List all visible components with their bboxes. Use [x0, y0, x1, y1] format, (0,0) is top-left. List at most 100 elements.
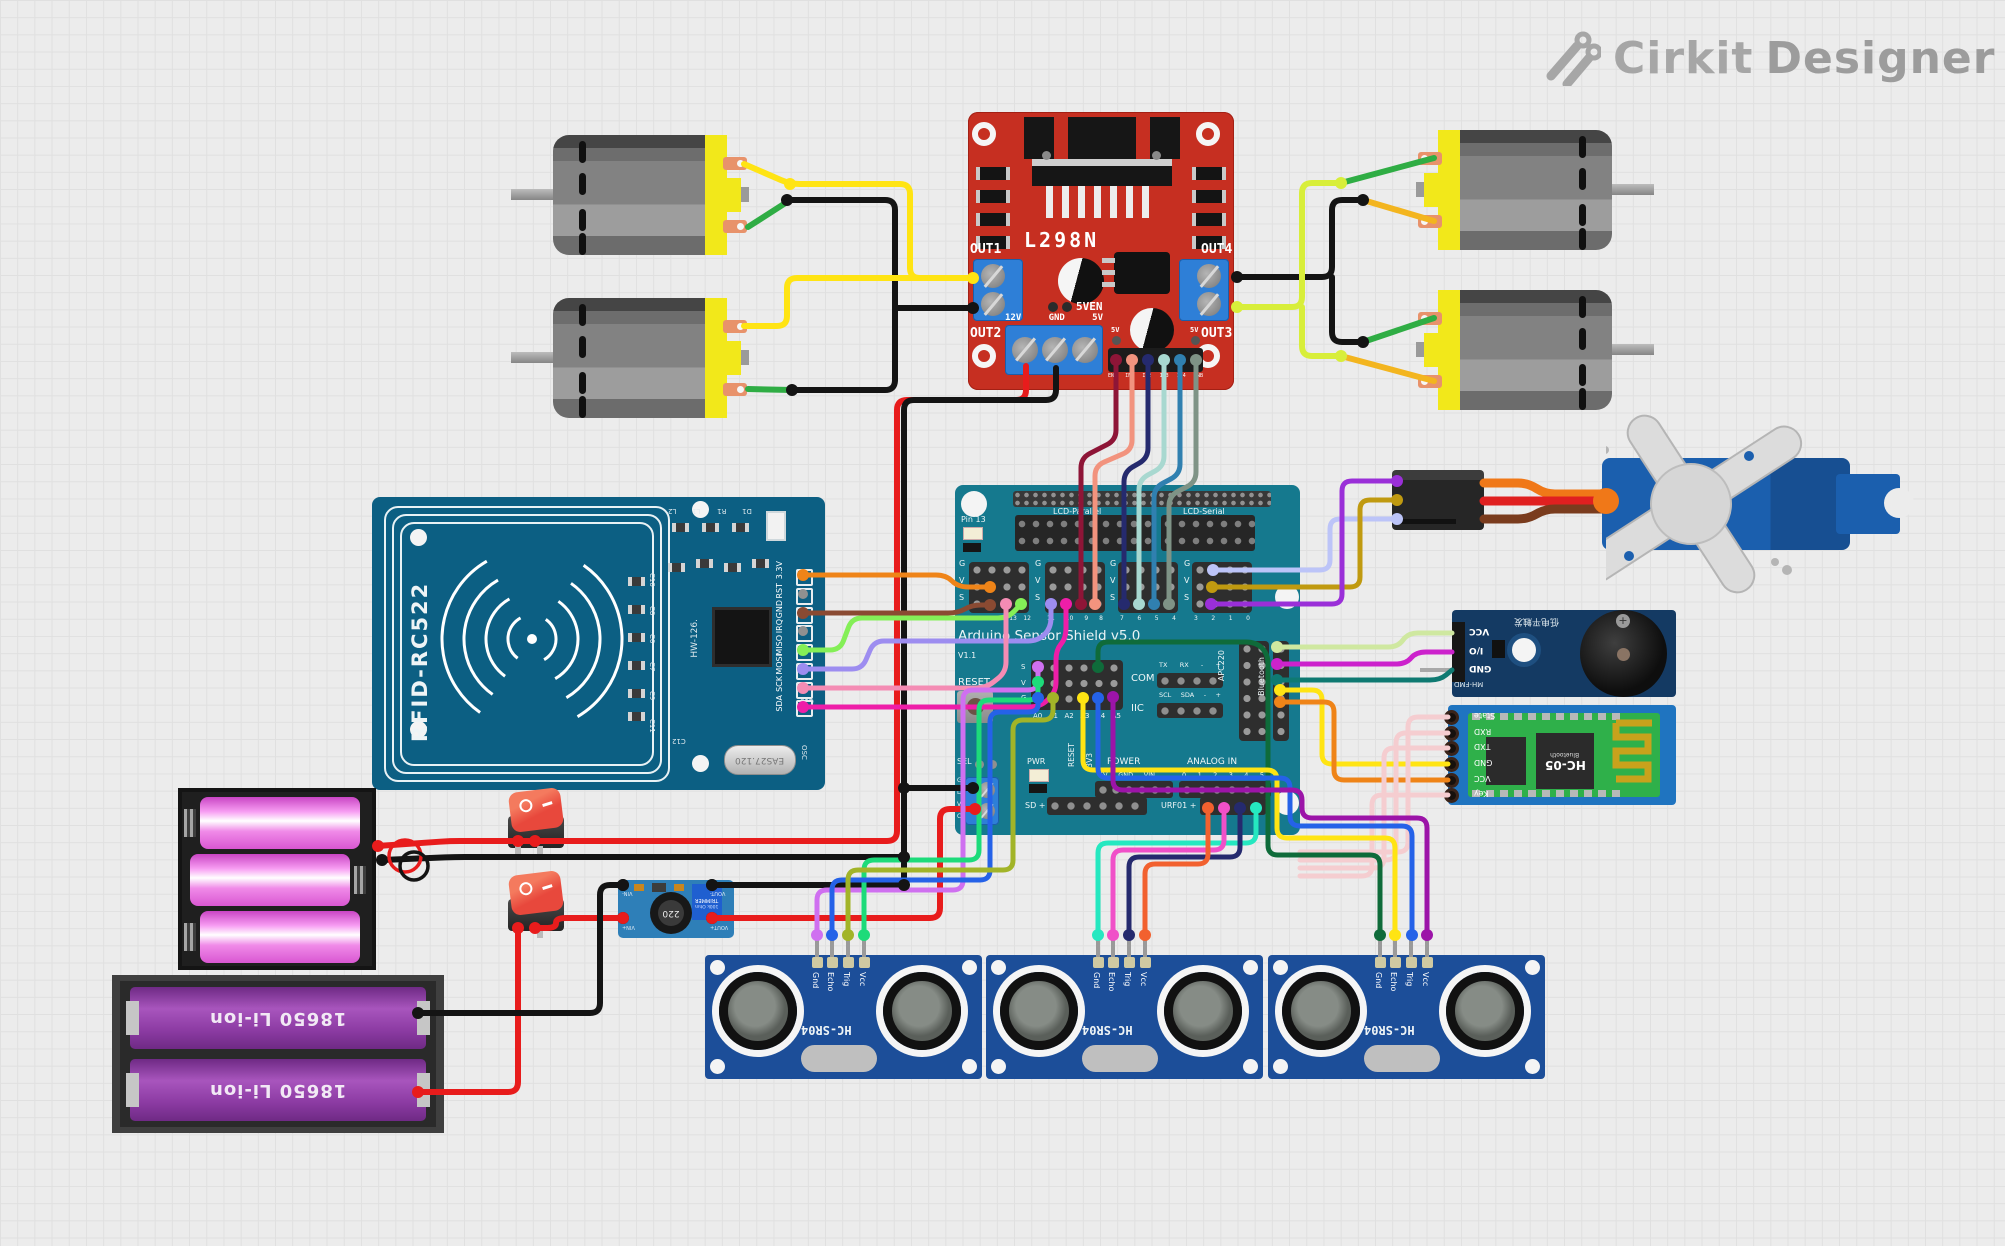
- junction-dot[interactable]: [376, 854, 388, 866]
- shield-power-terminal[interactable]: [965, 777, 999, 825]
- digital-pins-3-0[interactable]: [1192, 562, 1252, 613]
- pin-miso[interactable]: [796, 644, 813, 661]
- switch-rocker[interactable]: [507, 869, 565, 917]
- wire[interactable]: [741, 275, 976, 329]
- battery-holder-3xAA[interactable]: [178, 788, 376, 970]
- iic-pins[interactable]: [1157, 703, 1223, 718]
- wire[interactable]: [1277, 687, 1451, 767]
- pin-sck[interactable]: [796, 682, 813, 699]
- junction-dot[interactable]: [898, 851, 910, 863]
- wire[interactable]: [709, 806, 978, 921]
- buzzer-module[interactable]: VCC I/O GND MH-FMD 低电平触发 +: [1420, 610, 1676, 697]
- pin-gnd[interactable]: [1444, 757, 1459, 772]
- pin-vcc[interactable]: [1140, 957, 1151, 968]
- sd-pin-row[interactable]: [1047, 797, 1147, 815]
- pin-trig[interactable]: [1124, 957, 1135, 968]
- wire[interactable]: [784, 197, 898, 393]
- pin-mosi[interactable]: [796, 663, 813, 680]
- wire[interactable]: [741, 161, 976, 281]
- ultrasonic-sensor-3[interactable]: Gnd Echo Trig Vcc HC-SR04: [1268, 937, 1545, 1079]
- lcd-parallel-header[interactable]: [1015, 515, 1155, 551]
- pin-3v3[interactable]: [796, 569, 813, 586]
- pin-gnd[interactable]: [1093, 957, 1104, 968]
- pin-rxd[interactable]: [1444, 726, 1459, 741]
- dc-motor-rear-left[interactable]: [511, 298, 753, 418]
- pin-sda[interactable]: [796, 700, 813, 717]
- power-terminal[interactable]: [1005, 325, 1103, 375]
- pin-echo[interactable]: [1108, 957, 1119, 968]
- dc-motor-front-left[interactable]: [511, 135, 753, 255]
- analog-pin-grid[interactable]: [1031, 660, 1123, 710]
- analog-pin-row[interactable]: [1179, 781, 1271, 798]
- junction-dot[interactable]: [1357, 194, 1369, 206]
- wire[interactable]: [1274, 630, 1455, 650]
- junction-dot[interactable]: [786, 384, 798, 396]
- junction-dot[interactable]: [898, 879, 910, 891]
- pin-gnd[interactable]: [812, 957, 823, 968]
- com-pins[interactable]: [1157, 673, 1223, 688]
- pin-echo[interactable]: [827, 957, 838, 968]
- wire[interactable]: [1297, 730, 1451, 863]
- junction-dot[interactable]: [1335, 177, 1347, 189]
- pin-gnd[interactable]: [796, 607, 813, 624]
- pin-txd[interactable]: [1444, 741, 1459, 756]
- ultrasonic-sensor-1[interactable]: Gnd Echo Trig Vcc HC-SR04: [705, 937, 982, 1079]
- out4-out3-terminal[interactable]: [1179, 259, 1229, 321]
- pin-key[interactable]: [1444, 788, 1459, 803]
- pin-vcc[interactable]: [1422, 957, 1433, 968]
- buck-converter[interactable]: 220 TRIMMER 100k Ohm VIN- VIN+ VOUT- VOU…: [617, 879, 734, 938]
- wire[interactable]: [1277, 699, 1451, 783]
- top-pin-row[interactable]: [1013, 491, 1271, 507]
- dc-motor-front-right[interactable]: [1412, 130, 1654, 250]
- battery-holder-2x18650[interactable]: 18650 Li-ion 18650 Li-ion: [112, 975, 444, 1133]
- control-pin-header[interactable]: [1108, 348, 1203, 372]
- servo-connector[interactable]: [1392, 470, 1484, 530]
- wire[interactable]: [1329, 274, 1366, 345]
- hc05-bluetooth-module[interactable]: Bluetooth HC-05 State RXD TXD GND VCC Ke…: [1444, 705, 1676, 805]
- digital-pins-aref-12[interactable]: [969, 562, 1029, 613]
- wire[interactable]: [1479, 478, 1609, 499]
- switch-rocker[interactable]: [507, 786, 565, 834]
- junction-dot[interactable]: [784, 178, 796, 190]
- digital-pins-11-8[interactable]: [1045, 562, 1105, 613]
- power-pin-row[interactable]: [1095, 781, 1173, 798]
- ultrasonic-sensor-2[interactable]: Gnd Echo Trig Vcc HC-SR04: [986, 937, 1263, 1079]
- wire[interactable]: [745, 199, 790, 230]
- dc-motor-rear-right[interactable]: [1412, 290, 1654, 410]
- pin-state[interactable]: [1444, 710, 1459, 725]
- wire[interactable]: [1234, 197, 1366, 280]
- wire[interactable]: [379, 854, 907, 863]
- junction-dot[interactable]: [1357, 336, 1369, 348]
- pin-trig[interactable]: [843, 957, 854, 968]
- reset-button[interactable]: [957, 691, 993, 723]
- wire[interactable]: [745, 386, 795, 393]
- pin-rst[interactable]: [796, 588, 813, 605]
- pin-trig[interactable]: [1406, 957, 1417, 968]
- pin-echo[interactable]: [1390, 957, 1401, 968]
- digital-pins-7-4[interactable]: [1118, 562, 1178, 613]
- wire[interactable]: [1479, 504, 1609, 524]
- urf01-pin-row[interactable]: [1200, 797, 1266, 815]
- rocker-switch-2[interactable]: [506, 869, 566, 938]
- bluetooth-pins[interactable]: [1273, 641, 1289, 741]
- servo-motor[interactable]: [1596, 414, 1916, 594]
- pin-irq[interactable]: [796, 625, 813, 642]
- rocker-switch-1[interactable]: [506, 786, 566, 855]
- pin-vcc[interactable]: [1444, 773, 1459, 788]
- junction-dot[interactable]: [898, 782, 910, 794]
- wire[interactable]: [1297, 745, 1451, 871]
- wire[interactable]: [1234, 180, 1344, 310]
- junction-dot[interactable]: [781, 194, 793, 206]
- wire[interactable]: [1299, 304, 1344, 359]
- pin-vcc[interactable]: [859, 957, 870, 968]
- pin-gnd[interactable]: [1375, 957, 1386, 968]
- lcd-serial-header[interactable]: [1161, 515, 1255, 551]
- junction-dot[interactable]: [1335, 350, 1347, 362]
- out1-out2-terminal[interactable]: [973, 259, 1023, 321]
- wire[interactable]: [1297, 792, 1451, 879]
- wire[interactable]: [1297, 714, 1451, 855]
